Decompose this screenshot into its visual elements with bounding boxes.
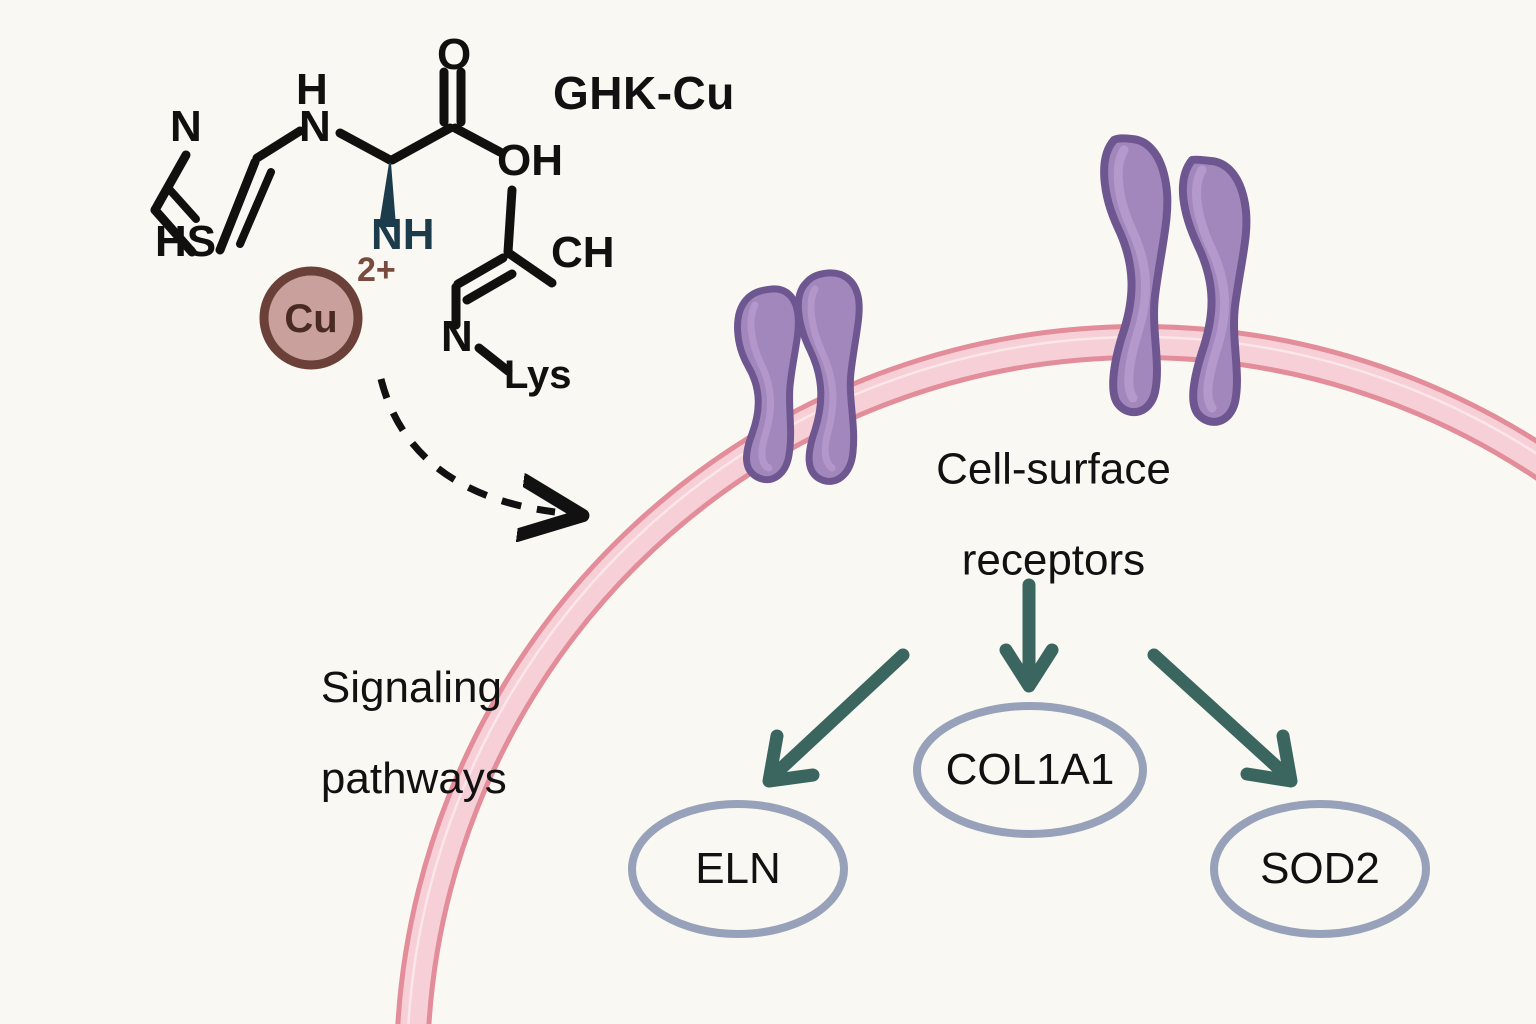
arrow-to-sod2-head — [1240, 729, 1298, 788]
atom-label-thiol: HS — [155, 217, 217, 266]
gene-oval-eln[interactable] — [628, 800, 848, 938]
bond-c-to-ch — [505, 249, 557, 288]
bond-alpha-to-carbonyl — [387, 123, 455, 165]
arrow-to-col1a1-head — [999, 643, 1059, 693]
arrow-to-eln-shaft — [766, 648, 910, 783]
bond-c-double — [462, 269, 517, 305]
atom-label-hydroxyl: OH — [497, 136, 563, 185]
receptor-icon-highlight — [747, 301, 774, 472]
arrow-to-eln-head — [762, 729, 820, 788]
atom-label-amide-h: H — [296, 65, 328, 114]
gene-oval-col1a1[interactable] — [913, 702, 1147, 838]
arrow-to-sod2-shaft — [1147, 648, 1294, 783]
atom-label-amide-n: N — [299, 102, 331, 151]
atom-label-thiazole-n: N — [170, 102, 202, 151]
stereo-wedge — [378, 162, 397, 227]
signaling-pathways-line1: Signaling — [320, 662, 502, 712]
bond-n-to-alpha — [335, 128, 395, 165]
bond-ring-to-nh — [252, 126, 305, 163]
signaling-pathways-line2: pathways — [320, 754, 507, 804]
bond-c-double — [453, 253, 508, 289]
dashed-signaling-arrow — [377, 378, 555, 512]
atom-label-carbonyl-o: O — [437, 30, 472, 79]
atom-label-imine-n: N — [441, 312, 473, 361]
bond-ring-double — [166, 186, 200, 223]
receptor-pair-left — [734, 269, 863, 485]
page-title: GHK-Cu — [553, 67, 735, 119]
atom-label-lysine: Lys — [504, 353, 572, 397]
bond-ring — [150, 205, 197, 257]
receptor-icon-highlight — [807, 285, 837, 472]
receptor-pair-right — [1100, 134, 1251, 426]
copper-ion-circle — [259, 266, 363, 370]
signaling-pathways-label: Signaling pathways — [272, 619, 507, 848]
bond-n-to-lys — [474, 343, 513, 376]
receptor-icon-highlight — [1113, 145, 1151, 403]
copper-ion-charge: 2+ — [357, 251, 396, 289]
gene-oval-sod2[interactable] — [1210, 800, 1430, 938]
receptor-icon-highlight — [1192, 165, 1230, 413]
bond-carbonyl-to-oh — [450, 123, 505, 157]
gene-label-col1a1[interactable]: COL1A1 — [945, 745, 1115, 795]
gene-label-sod2[interactable]: SOD2 — [1260, 844, 1380, 894]
copper-ion-symbol: Cu — [284, 297, 338, 342]
cell-surface-receptors-line1: Cell-surface — [936, 444, 1171, 494]
bond-ring-double — [236, 168, 275, 248]
atom-label-methine-ch: CH — [551, 228, 615, 277]
bond-oh-to-c — [503, 185, 517, 257]
gene-label-eln[interactable]: ELN — [695, 844, 781, 894]
bond-ring — [150, 150, 191, 215]
atom-label-amine-nh: NH — [371, 210, 435, 259]
cell-surface-receptors-label: Cell-surface receptors — [839, 401, 1219, 630]
bond-ring — [215, 157, 260, 255]
cell-surface-receptors-line2: receptors — [961, 535, 1146, 585]
